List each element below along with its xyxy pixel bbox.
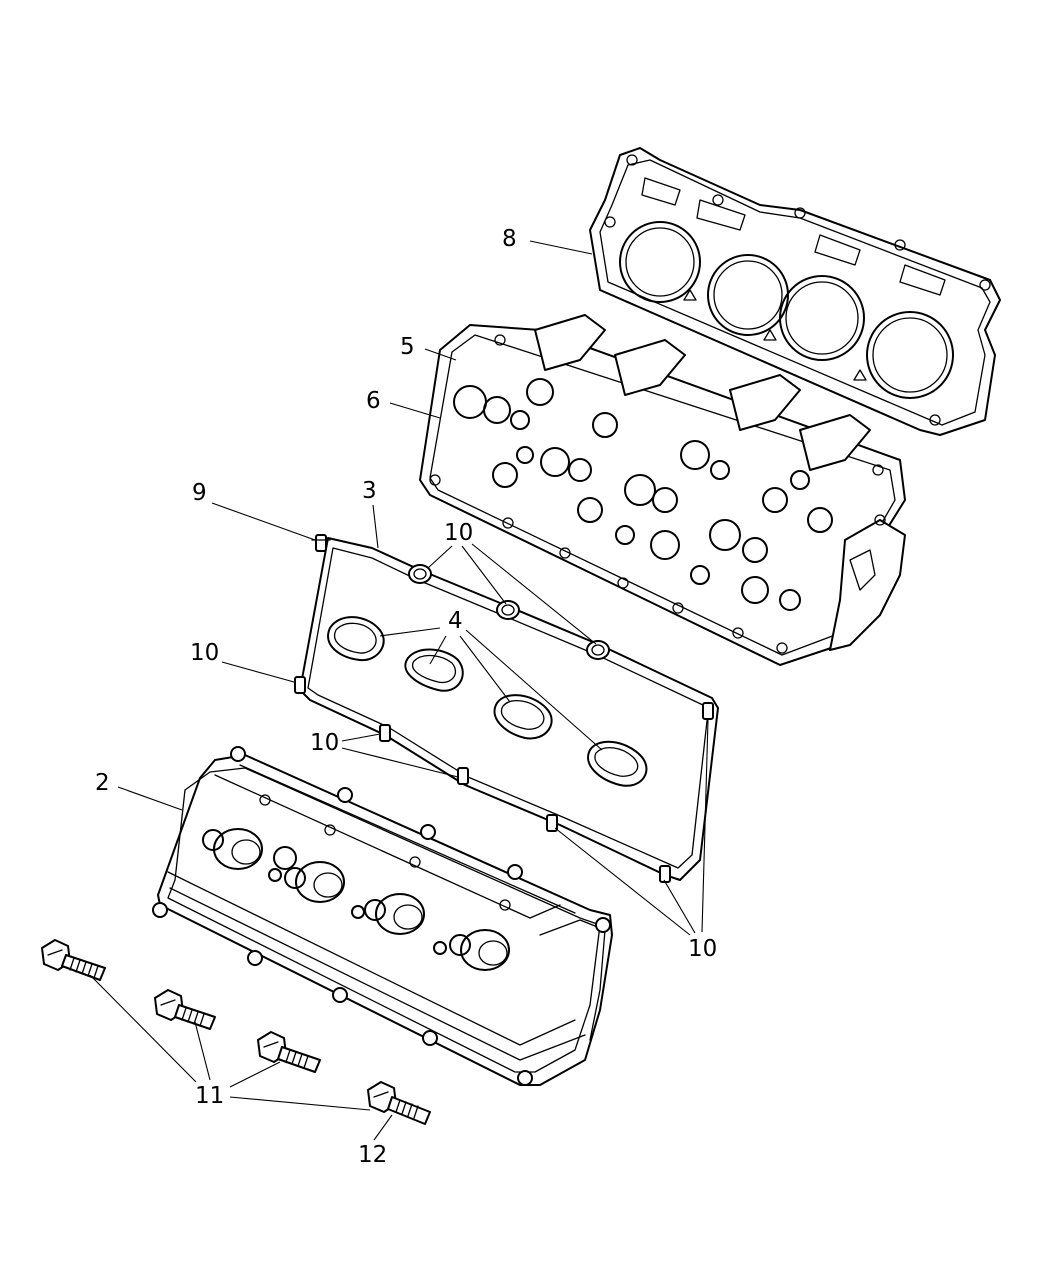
grommet-c [586, 640, 610, 660]
callout-10-left: 10 [190, 640, 219, 666]
callout-10-mid: 10 [310, 730, 339, 756]
stud-f [457, 767, 469, 785]
callout-10-bottom: 10 [688, 936, 717, 962]
callout-4: 4 [448, 608, 463, 634]
spark-plug-tube-seals [327, 616, 648, 787]
cylinder-head [419, 314, 906, 666]
callout-5: 5 [400, 334, 415, 360]
callout-3: 3 [362, 478, 377, 504]
callout-10-top: 10 [444, 520, 473, 546]
stud-d [294, 676, 306, 694]
callout-8: 8 [502, 226, 517, 252]
stud-i [702, 702, 714, 720]
valve-cover-gasket [299, 537, 719, 881]
stud-h [659, 865, 671, 883]
stud-g [546, 814, 558, 832]
bolt-11-c [257, 1031, 321, 1073]
grommet-a [408, 564, 432, 584]
stud-e [379, 724, 391, 742]
studs-and-grommets [294, 534, 714, 883]
callout-6: 6 [366, 388, 381, 414]
callout-12: 12 [358, 1142, 387, 1168]
bolt-12 [367, 1081, 431, 1125]
valve-cover [152, 746, 613, 1086]
bolt-11-b [154, 989, 216, 1030]
callout-11: 11 [195, 1083, 224, 1109]
bolt-11-a [41, 939, 106, 981]
head-gasket [589, 147, 1001, 436]
grommet-b [496, 600, 520, 620]
callout-2: 2 [95, 770, 110, 796]
callout-9: 9 [192, 480, 207, 506]
